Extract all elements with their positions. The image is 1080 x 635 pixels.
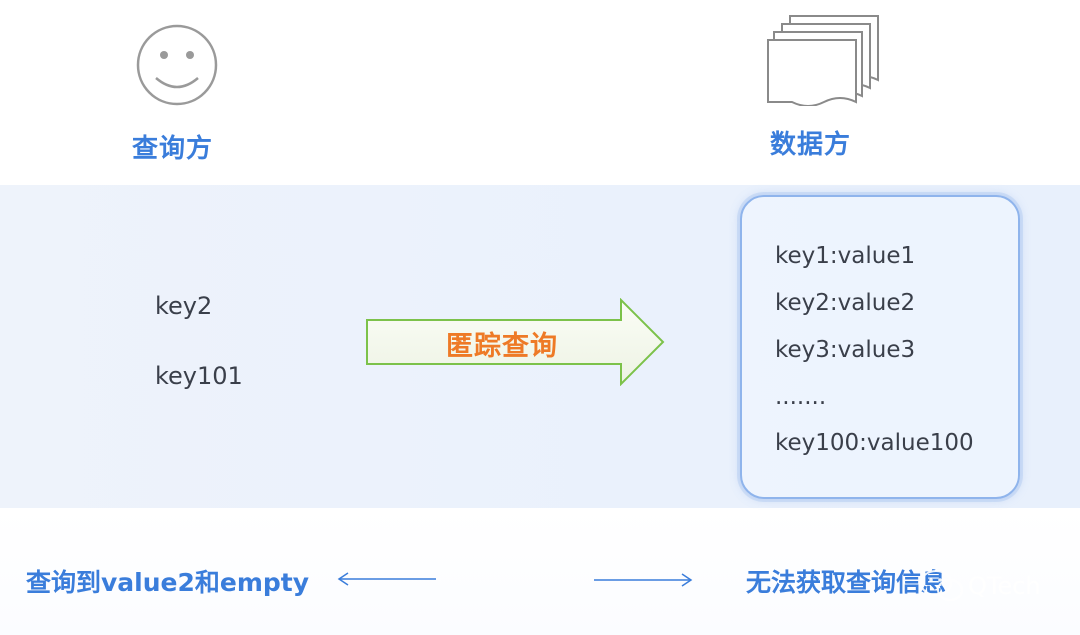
query-result-text: 查询到value2和empty <box>26 568 310 597</box>
data-box <box>740 195 1020 499</box>
data-entry: ....... <box>775 384 827 410</box>
data-result-text: 无法获取查询信息 <box>746 568 947 597</box>
wechat-icon <box>920 570 963 601</box>
document-stack-icon <box>767 15 879 106</box>
query-key: key101 <box>155 362 243 390</box>
right-small-arrow-icon <box>594 573 693 587</box>
bottom-area <box>0 508 1080 635</box>
smiley-face-icon <box>136 24 218 106</box>
query-party-label: 查询方 <box>132 134 214 164</box>
arrow-label: 匿踪查询 <box>446 331 558 362</box>
right-arrow-icon <box>366 298 665 386</box>
data-party-label: 数据方 <box>770 130 852 160</box>
data-entry: key1:value1 <box>775 243 916 269</box>
data-entry: key3:value3 <box>775 337 916 363</box>
watermark-text: QTech <box>968 572 1041 600</box>
data-entry: key2:value2 <box>775 290 916 316</box>
query-key: key2 <box>155 292 213 320</box>
left-arrow-icon <box>337 572 436 586</box>
data-entry: key100:value100 <box>775 430 974 456</box>
